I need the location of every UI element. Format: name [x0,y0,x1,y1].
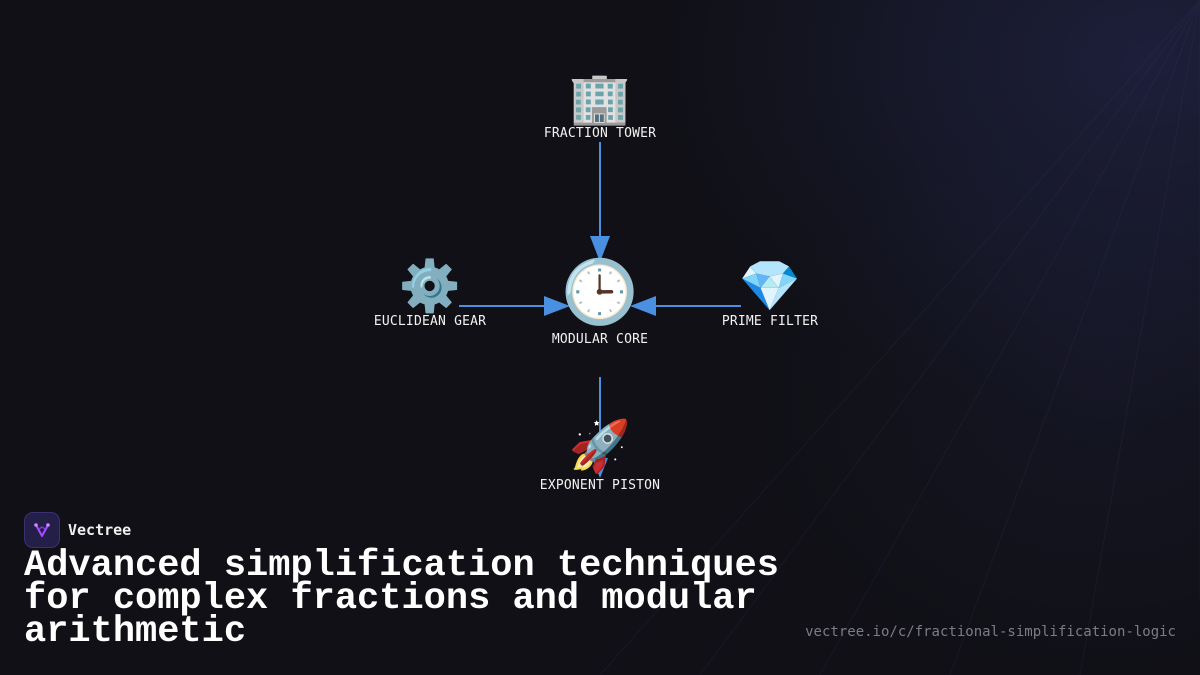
office-building-icon: 🏢 [568,69,632,127]
gem-icon: 💎 [738,257,802,315]
node-label: MODULAR CORE [551,332,649,347]
page-title: Advanced simplification techniques for c… [24,545,779,653]
node-exponent-piston: 🚀 EXPONENT PISTON [500,418,700,493]
arrowhead-core-to-piston [592,458,608,478]
node-modular-core: 🕒 MODULAR CORE [500,255,700,348]
node-fraction-tower: 🏢 FRACTION TOWER [500,70,700,141]
page-url[interactable]: vectree.io/c/fractional-simplification-l… [805,624,1176,640]
node-label: FRACTION TOWER [543,126,657,141]
brand-name: Vectree [68,521,132,539]
clock-icon: 🕒 [561,255,639,328]
node-prime-filter: 💎 PRIME FILTER [680,258,860,329]
node-euclidean-gear: ⚙️ EUCLIDEAN GEAR [340,258,520,329]
rocket-icon: 🚀 [568,417,632,475]
vectree-logo-icon [24,512,60,548]
brand[interactable]: Vectree [24,512,131,548]
node-label: EUCLIDEAN GEAR [373,314,487,329]
node-label: EXPONENT PISTON [539,478,661,493]
arrowhead-tower-to-core [590,236,610,262]
gear-icon: ⚙️ [398,257,462,315]
arrowhead-filter-to-core [630,296,656,316]
node-label: PRIME FILTER [721,314,819,329]
arrowhead-gear-to-core [544,296,570,316]
